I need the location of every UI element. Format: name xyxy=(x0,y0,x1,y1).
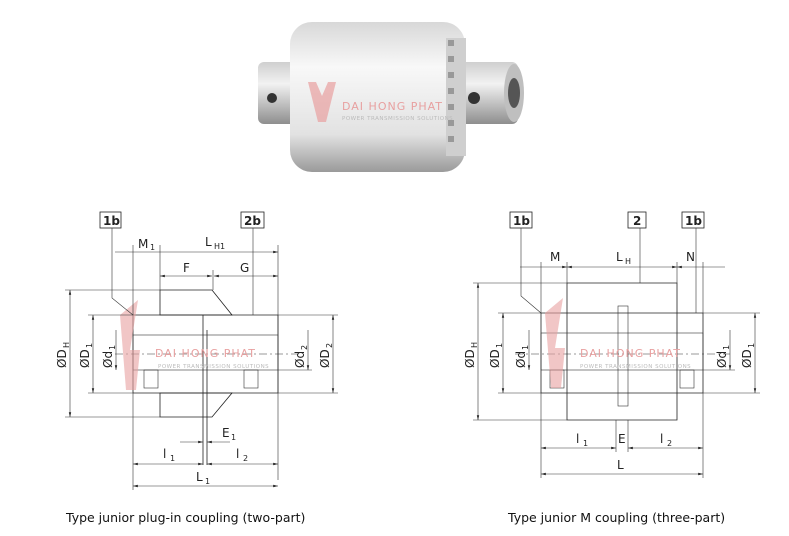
svg-text:2: 2 xyxy=(243,454,248,463)
svg-text:1: 1 xyxy=(521,345,530,350)
svg-text:2b: 2b xyxy=(244,214,261,228)
right-hub xyxy=(460,62,518,124)
svg-text:ØD: ØD xyxy=(463,349,477,368)
svg-text:1b: 1b xyxy=(103,214,120,228)
svg-text:1: 1 xyxy=(150,243,155,252)
svg-text:L: L xyxy=(617,458,624,472)
svg-text:1: 1 xyxy=(747,343,756,348)
svg-text:1b: 1b xyxy=(685,214,702,228)
svg-text:ØD: ØD xyxy=(488,349,502,368)
svg-text:M: M xyxy=(550,250,560,264)
watermark-tagline: POWER TRANSMISSION SOLUTIONS xyxy=(580,364,691,370)
svg-text:1b: 1b xyxy=(513,214,530,228)
set-screw-icon xyxy=(267,93,277,103)
svg-text:N: N xyxy=(686,250,695,264)
watermark-tagline: POWER TRANSMISSION SOLUTIONS xyxy=(342,116,453,122)
part-label-1b xyxy=(681,211,705,229)
svg-text:2: 2 xyxy=(633,214,641,228)
logo-icon xyxy=(308,82,336,122)
drawing-three-part: DAI HONG PHAT POWER TRANSMISSION SOLUTIO… xyxy=(463,211,760,478)
svg-text:1: 1 xyxy=(722,345,731,350)
set-screw-icon xyxy=(468,92,480,104)
svg-text:E: E xyxy=(222,426,230,440)
svg-text:L: L xyxy=(205,235,212,249)
part-label-2b xyxy=(240,211,265,229)
svg-text:Ød: Ød xyxy=(293,351,307,368)
svg-text:Ød: Ød xyxy=(101,351,115,368)
svg-text:ØD: ØD xyxy=(55,349,69,368)
svg-text:F: F xyxy=(183,261,190,275)
svg-text:Ød: Ød xyxy=(715,351,729,368)
product-photo: DAI HONG PHAT POWER TRANSMISSION SOLUTIO… xyxy=(258,22,524,172)
svg-text:H: H xyxy=(62,342,71,348)
svg-text:1: 1 xyxy=(170,454,175,463)
svg-text:l: l xyxy=(660,432,663,446)
svg-text:2: 2 xyxy=(300,345,309,350)
logo-icon xyxy=(120,300,140,390)
svg-text:Ød: Ød xyxy=(514,351,528,368)
watermark-brand: DAI HONG PHAT xyxy=(342,100,443,113)
svg-text:ØD: ØD xyxy=(318,349,332,368)
svg-text:l: l xyxy=(163,447,166,461)
watermark-tagline: POWER TRANSMISSION SOLUTIONS xyxy=(158,364,269,370)
watermark-brand: DAI HONG PHAT xyxy=(155,347,256,360)
svg-text:l: l xyxy=(576,432,579,446)
coupling-sleeve xyxy=(290,22,465,172)
svg-text:1: 1 xyxy=(205,477,210,486)
logo-icon xyxy=(545,298,565,388)
svg-text:E: E xyxy=(618,432,626,446)
svg-text:ØD: ØD xyxy=(78,349,92,368)
part-label-1b xyxy=(99,211,122,229)
svg-text:2: 2 xyxy=(667,439,672,448)
svg-text:ØD: ØD xyxy=(740,349,754,368)
caption-three-part: Type junior M coupling (three-part) xyxy=(508,510,726,525)
svg-text:L: L xyxy=(616,250,623,264)
svg-text:1: 1 xyxy=(231,433,236,442)
svg-text:H1: H1 xyxy=(214,242,225,251)
svg-text:l: l xyxy=(236,447,239,461)
svg-text:H: H xyxy=(470,342,479,348)
svg-text:H: H xyxy=(625,257,631,266)
part-label-2 xyxy=(627,211,647,229)
svg-text:1: 1 xyxy=(85,343,94,348)
watermark-brand: DAI HONG PHAT xyxy=(580,347,681,360)
svg-text:2: 2 xyxy=(325,343,334,348)
caption-two-part: Type junior plug-in coupling (two-part) xyxy=(66,510,306,525)
left-hub xyxy=(258,62,298,124)
svg-text:1: 1 xyxy=(108,345,117,350)
svg-text:1: 1 xyxy=(583,439,588,448)
svg-text:M: M xyxy=(138,237,148,251)
drawing-two-part: DAI HONG PHAT POWER TRANSMISSION SOLUTIO… xyxy=(55,211,338,490)
svg-text:L: L xyxy=(196,470,203,484)
svg-text:1: 1 xyxy=(495,343,504,348)
svg-text:G: G xyxy=(240,261,249,275)
